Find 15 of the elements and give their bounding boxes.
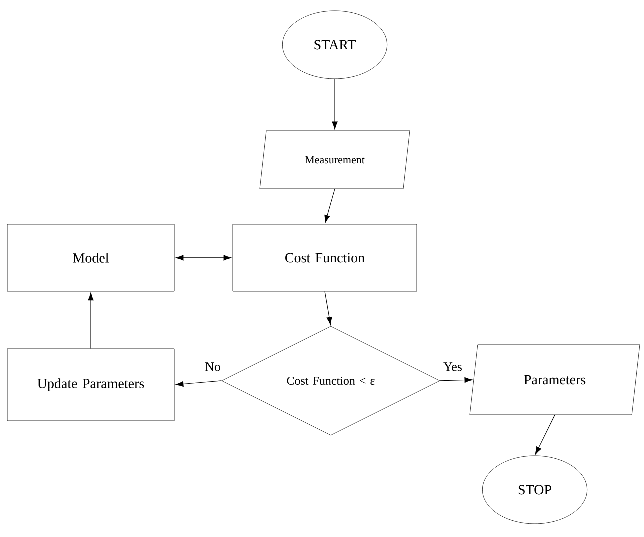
process-box: Update Parameters	[7, 348, 175, 422]
arrow	[176, 380, 222, 388]
arrow	[176, 255, 232, 261]
process-box: Cost Function	[232, 224, 418, 292]
arrow	[332, 78, 338, 130]
edge-label: No	[204, 362, 222, 372]
arrow	[440, 377, 473, 384]
arrow	[535, 414, 556, 455]
arrow	[88, 292, 94, 350]
edge-label: Yes	[442, 362, 464, 372]
arrow	[324, 188, 336, 224]
process-box: Model	[7, 224, 175, 292]
input-parallelogram: Measurement	[260, 130, 410, 190]
output-parallelogram: Parameters	[470, 344, 640, 416]
arrow	[324, 291, 332, 326]
